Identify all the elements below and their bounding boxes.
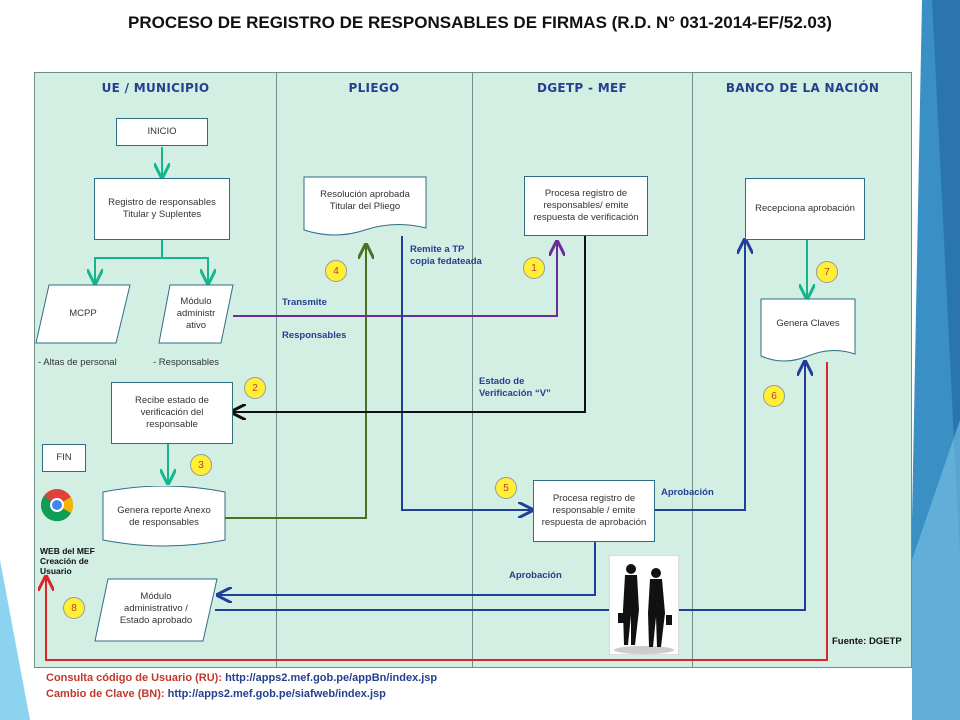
arrow-reporte-resolucion <box>222 245 366 519</box>
lane-header-dgetp: DGETP - MEF <box>537 81 627 95</box>
footer-ru: Consulta código de Usuario (RU): http://… <box>46 672 437 684</box>
step-badge-7: 7 <box>816 261 838 283</box>
decorative-corner-right <box>912 0 960 720</box>
responsables-label: Responsables <box>282 330 347 341</box>
lane-header-pliego: PLIEGO <box>348 81 400 95</box>
genera-reporte-node: Genera reporte Anexo de responsables <box>117 505 211 528</box>
footer-ru-link[interactable]: http://apps2.mef.gob.pe/appBn/index.jsp <box>225 672 438 684</box>
fuente-label: Fuente: DGETP <box>832 636 902 647</box>
genera-reporte-shape <box>102 486 226 547</box>
modulo-estado-node: Módulo administrativo / Estado aprobado <box>119 591 193 626</box>
mcpp-node-shape <box>35 284 131 344</box>
step-badge-6: 6 <box>763 385 785 407</box>
lane-header-banco: BANCO DE LA NACIÓN <box>725 81 880 95</box>
modulo-estado-shape <box>94 578 218 642</box>
arrow-aprobacion-right <box>655 240 745 511</box>
step-badge-8: 8 <box>63 597 85 619</box>
responsables-note: - Responsables <box>153 357 220 368</box>
business-people-icon <box>609 555 679 655</box>
arrow-transmite <box>233 242 557 317</box>
transmite-label: Transmite <box>282 297 327 308</box>
aprobacion-bottom-label: Aprobación <box>509 570 562 581</box>
modulo-node-shape <box>158 284 234 344</box>
swimlane-diagram: UE / MUNICIPIO PLIEGO DGETP - MEF BANCO … <box>34 72 912 668</box>
footer-bn: Cambio de Clave (BN): http://apps2.mef.g… <box>46 688 386 700</box>
decorative-corner-left <box>0 560 30 720</box>
arrow-claves-web <box>46 362 828 661</box>
step-badge-3: 3 <box>190 454 212 476</box>
resolucion-shape <box>303 176 427 236</box>
fin-node: FIN <box>42 444 86 472</box>
step-badge-5: 5 <box>495 477 517 499</box>
genera-claves-shape <box>760 298 856 362</box>
page-title: PROCESO DE REGISTRO DE RESPONSABLES DE F… <box>128 13 832 32</box>
modulo-node: Módulo administr ativo <box>176 296 216 331</box>
mcpp-node: MCPP <box>69 308 97 319</box>
recepciona-node: Recepciona aprobación <box>745 178 865 240</box>
remite-label: Remite a TP copia fedateada <box>410 244 482 267</box>
chrome-icon <box>41 489 74 522</box>
lane-header-ue: UE / MUNICIPIO <box>101 81 210 95</box>
step-badge-4: 4 <box>325 260 347 282</box>
arrow-registro-split <box>94 240 209 281</box>
step-badge-1: 1 <box>523 257 545 279</box>
arrow-aprobacion-bottom <box>218 541 596 595</box>
altas-note: - Altas de personal <box>38 357 117 368</box>
web-mef-label: WEB del MEF Creación de Usuario <box>40 546 95 576</box>
registro-node: Registro de responsables Titular y Suple… <box>94 178 230 240</box>
resolucion-node: Resolución aprobada Titular del Pliego <box>320 189 410 212</box>
arrow-estado-verificacion <box>232 235 586 412</box>
aprobacion-right-label: Aprobación <box>661 487 714 498</box>
footer-ru-label: Consulta código de Usuario (RU): <box>46 672 222 684</box>
footer-bn-label: Cambio de Clave (BN): <box>46 688 165 700</box>
inicio-node: INICIO <box>116 118 208 146</box>
recibe-node: Recibe estado de verificación del respon… <box>111 382 233 444</box>
footer-bn-link[interactable]: http://apps2.mef.gob.pe/siafweb/index.js… <box>167 688 386 700</box>
genera-claves-node: Genera Claves <box>776 318 840 329</box>
procesa-verificacion-node: Procesa registro de responsables/ emite … <box>524 176 648 236</box>
procesa-aprobacion-node: Procesa registro de responsable / emite … <box>533 480 655 542</box>
step-badge-2: 2 <box>244 377 266 399</box>
arrow-remite <box>401 236 532 510</box>
estado-verificacion-label: Estado de Verificación “V” <box>479 376 551 399</box>
arrow-modulo-claves <box>215 362 805 611</box>
